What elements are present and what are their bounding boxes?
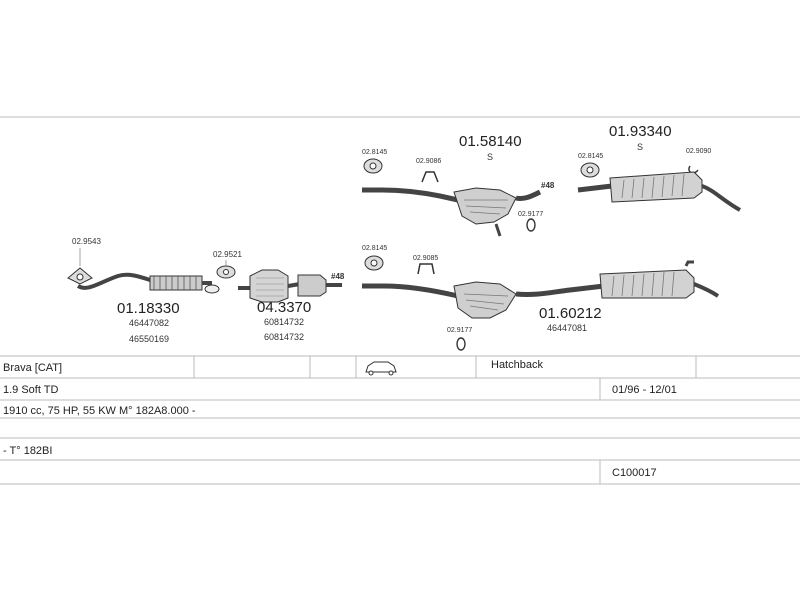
upper-clamp-code: 02.9177 — [518, 211, 543, 218]
upper-mid-silencer — [453, 187, 517, 225]
lower-rear-group[interactable]: 02.8145 02.9085 02.9177 01.60212 4644708… — [362, 245, 720, 351]
vehicle-spec: 1910 cc, 75 HP, 55 KW M° 182A8.000 - — [3, 405, 196, 417]
upper-mount-b-code: 02.9086 — [416, 158, 441, 165]
vehicle-years: 01/96 - 12/01 — [612, 384, 677, 396]
lower-rear-oem: 46447081 — [547, 323, 587, 333]
flex-joint — [149, 275, 203, 291]
mounting-2-code: 02.9521 — [213, 250, 242, 259]
upper-rear-silencer — [609, 171, 703, 203]
car-hatchback-icon — [365, 361, 397, 376]
lower-mount-b-code: 02.9085 — [413, 255, 438, 262]
lower-rear-code: 01.60212 — [539, 305, 602, 322]
upper-clamp-icon — [526, 218, 536, 232]
upper-rear-mount-a-code: 02.8145 — [578, 153, 603, 160]
catalyst-oem-1: 60814732 — [264, 317, 304, 327]
catalog-number: C100017 — [612, 467, 657, 479]
upper-mount-a-code: 02.8145 — [362, 149, 387, 156]
upper-rear-mount-b-code: 02.9090 — [686, 148, 711, 155]
catalyst-group[interactable]: 02.9521 #48 04.3370 60814732 60814732 — [213, 250, 345, 342]
mounting-1-code: 02.9543 — [72, 237, 101, 246]
vehicle-table: Brava [CAT] Hatchback 1.9 Soft TD 01/96 … — [0, 355, 800, 485]
upper-middle-group[interactable]: 01.58140 S 02.8145 02.9086 #48 02.9177 — [362, 133, 555, 237]
front-pipe-oem-1: 46447082 — [129, 318, 169, 328]
vehicle-type-code: - T° 182BI — [3, 445, 52, 457]
vehicle-engine: 1.9 Soft TD — [3, 384, 58, 396]
front-pipe-code: 01.18330 — [117, 300, 180, 317]
front-pipe-shape — [76, 272, 151, 290]
front-pipe-oem-2: 46550169 — [129, 334, 169, 344]
catalyst-shape — [249, 269, 289, 303]
vehicle-model: Brava [CAT] — [3, 362, 62, 374]
upper-rear-group[interactable]: 01.93340 S 02.8145 02.9090 — [577, 123, 741, 212]
front-pipe-group[interactable]: 02.9543 01.18330 46447082 46550169 — [67, 237, 220, 344]
catalyst-arrow-label: #48 — [331, 272, 345, 281]
catalyst-oem-2: 60814732 — [264, 332, 304, 342]
upper-mount-b-icon — [421, 171, 439, 183]
upper-mid-arrow-label: #48 — [541, 181, 555, 190]
lower-clamp-code: 02.9177 — [447, 327, 472, 334]
upper-mid-code: 01.58140 — [459, 133, 522, 150]
upper-mid-suffix: S — [487, 152, 493, 162]
upper-rear-suffix: S — [637, 142, 643, 152]
lower-clamp-icon — [456, 337, 466, 351]
vehicle-body-type: Hatchback — [491, 359, 543, 371]
catalyst-code: 04.3370 — [257, 299, 311, 316]
lower-mount-b-icon — [417, 263, 435, 275]
lower-rear-silencer — [599, 269, 695, 299]
lower-mid-silencer — [453, 281, 517, 319]
upper-rear-code: 01.93340 — [609, 123, 672, 140]
lower-mount-a-code: 02.8145 — [362, 245, 387, 252]
